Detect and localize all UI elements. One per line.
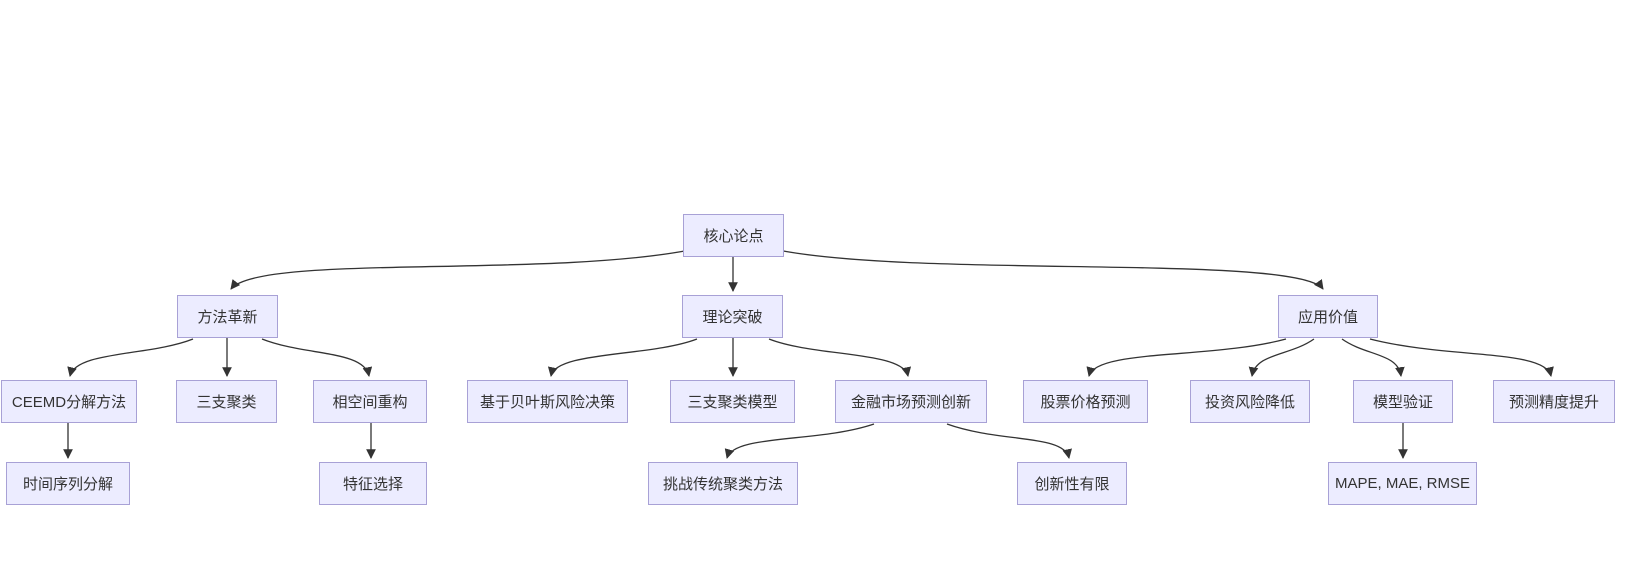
- node-forecast-accuracy-improvement: 预测精度提升: [1493, 380, 1615, 423]
- node-method-innovation: 方法革新: [177, 295, 278, 338]
- edge-core-to-method: [230, 249, 691, 290]
- edge-value-to-stock: [1086, 338, 1287, 377]
- edge-theory-to-finmarket: [768, 338, 912, 377]
- edge-theory-to-bayes: [547, 338, 698, 377]
- node-time-series-decomposition: 时间序列分解: [6, 462, 130, 505]
- node-three-way-clustering: 三支聚类: [176, 380, 277, 423]
- edge-finmarket-to-limited: [946, 423, 1072, 459]
- edge-method-to-ceemd: [67, 338, 194, 377]
- node-theory-breakthrough: 理论突破: [682, 295, 783, 338]
- edge-finmarket-to-challenge: [724, 423, 875, 459]
- node-bayesian-risk-decision: 基于贝叶斯风险决策: [467, 380, 628, 423]
- node-limited-novelty: 创新性有限: [1017, 462, 1127, 505]
- node-financial-market-forecast-innovation: 金融市场预测创新: [835, 380, 987, 423]
- node-phase-space-reconstruction: 相空间重构: [313, 380, 427, 423]
- edge-value-to-precision: [1369, 338, 1554, 377]
- node-evaluation-metrics: MAPE, MAE, RMSE: [1328, 462, 1477, 505]
- node-stock-price-prediction: 股票价格预测: [1023, 380, 1148, 423]
- edge-value-to-validation: [1341, 338, 1405, 377]
- node-core-argument: 核心论点: [683, 214, 784, 257]
- node-model-validation: 模型验证: [1353, 380, 1453, 423]
- edge-value-to-risk: [1248, 338, 1315, 377]
- edge-method-to-phasespace: [261, 338, 373, 377]
- node-three-way-clustering-model: 三支聚类模型: [670, 380, 795, 423]
- node-ceemd-decomposition: CEEMD分解方法: [1, 380, 137, 423]
- node-challenge-traditional-clustering: 挑战传统聚类方法: [648, 462, 798, 505]
- node-application-value: 应用价值: [1278, 295, 1378, 338]
- node-feature-selection: 特征选择: [319, 462, 427, 505]
- edge-core-to-value: [777, 249, 1324, 290]
- node-investment-risk-reduction: 投资风险降低: [1190, 380, 1310, 423]
